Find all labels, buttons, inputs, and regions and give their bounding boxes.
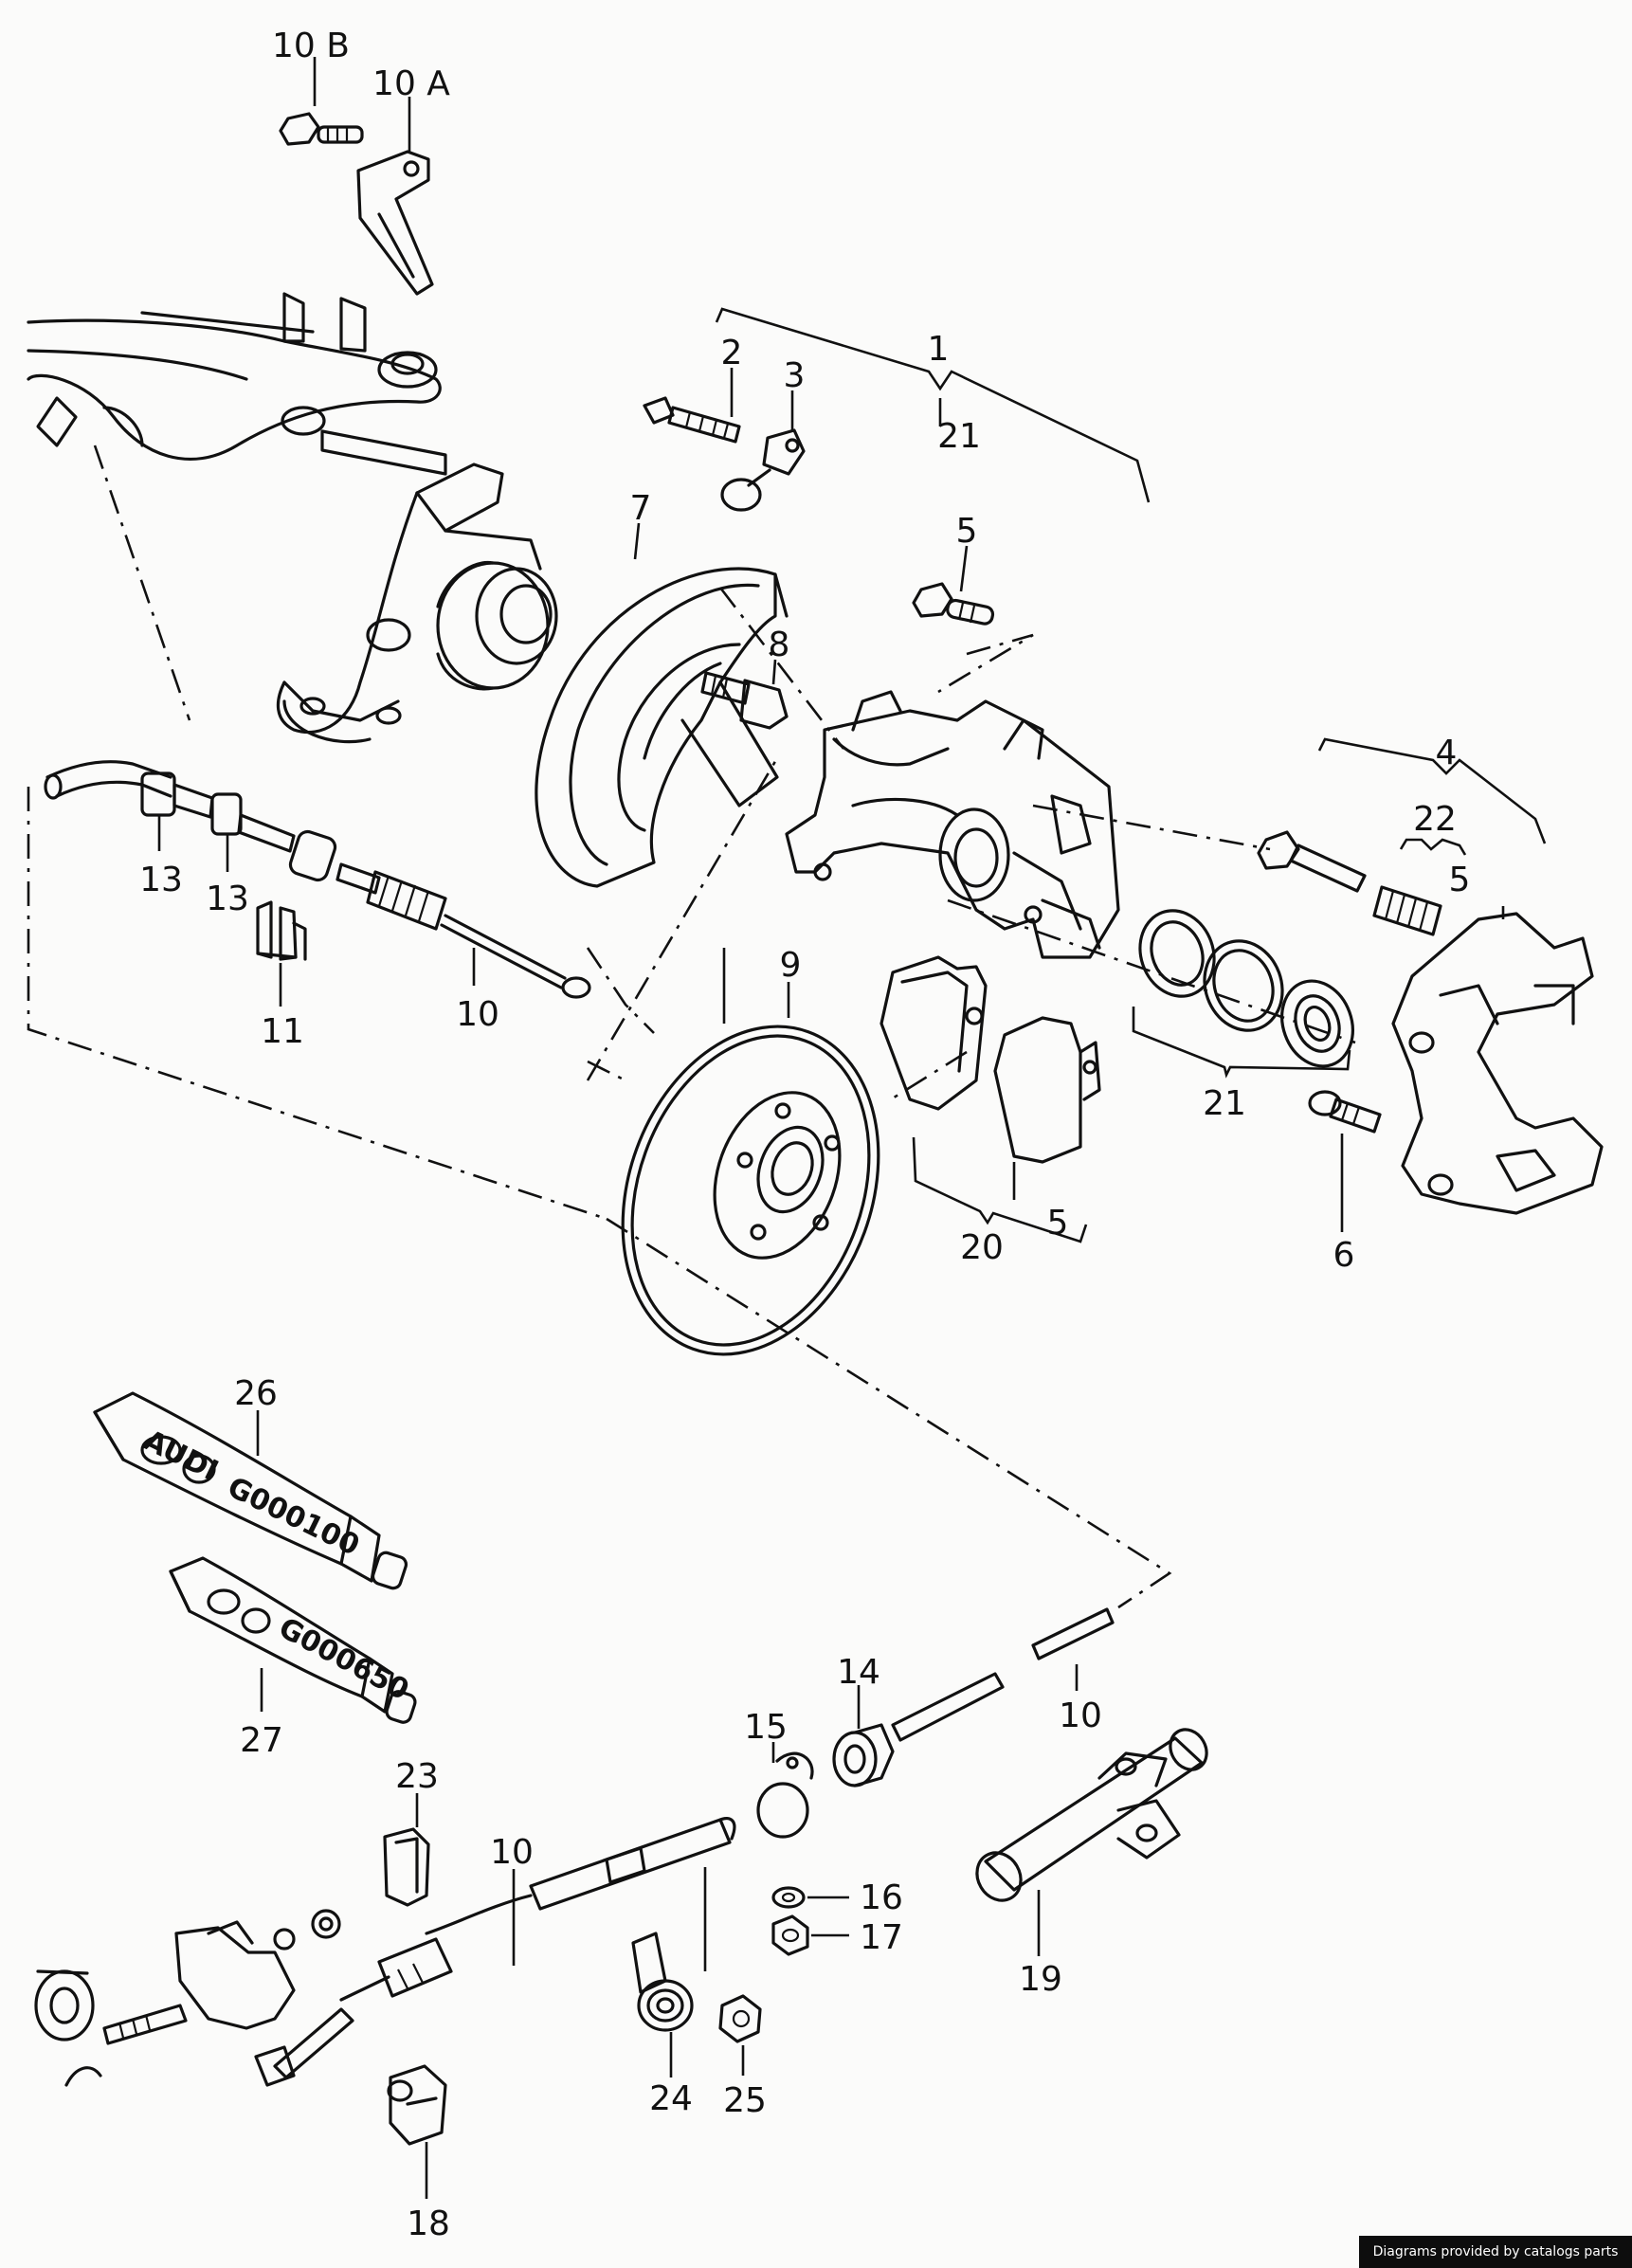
assembly-line-5 (937, 633, 1034, 694)
callout-22: 22 (1413, 800, 1457, 839)
guide-pin-drawing (1257, 830, 1367, 893)
callout-19: 19 (1019, 1960, 1062, 1999)
assembly-line-6 (1032, 804, 1271, 851)
callout-5b: 5 (1449, 861, 1471, 899)
boot-22-drawing (1372, 885, 1442, 936)
bracket-10a-drawing (356, 150, 434, 296)
assembly-line-4 (718, 587, 845, 750)
callout-2: 2 (721, 334, 743, 372)
callout-10d: 10 (1059, 1696, 1102, 1735)
callout-18: 18 (407, 2204, 450, 2243)
assembly-line-7 (947, 898, 1356, 1044)
callout-1: 1 (928, 330, 950, 369)
cable-pieces-10-drawing (891, 1607, 1115, 1742)
grease-tube-26-drawing: AUDI G000100 (93, 1391, 408, 1590)
grommet-14-drawing (832, 1723, 895, 1787)
callout-21b: 21 (1203, 1084, 1246, 1123)
callout-25: 25 (723, 2081, 767, 2120)
callout-8: 8 (769, 626, 790, 664)
callout-26: 26 (234, 1374, 278, 1413)
callout-16: 16 (860, 1878, 903, 1917)
callout-7: 7 (630, 489, 652, 528)
callout-5c: 5 (1047, 1204, 1069, 1243)
bracket-group-20 (912, 1136, 1088, 1243)
callout-9: 9 (780, 946, 802, 985)
guide-bolt-5-drawing (912, 582, 995, 626)
assembly-line-3 (586, 757, 779, 1081)
callout-10b: 10 B (272, 27, 350, 65)
callout-24: 24 (649, 2079, 693, 2118)
clip-18-drawing (387, 2064, 447, 2146)
clip-15-drawing (756, 1751, 814, 1839)
bracket-group-4 (1317, 737, 1547, 844)
callout-10e: 10 (490, 1833, 534, 1872)
assembly-line-1 (27, 787, 607, 1221)
brake-pad-inner-drawing (879, 955, 988, 1111)
clip-23-drawing (383, 1827, 430, 1907)
callout-13a: 13 (139, 861, 183, 899)
callout-27: 27 (240, 1721, 283, 1760)
callout-4: 4 (1436, 734, 1458, 772)
retaining-clip-11-drawing (256, 900, 307, 961)
callout-10a: 10 A (372, 64, 450, 103)
handbrake-cable-lower-drawing (254, 1817, 736, 2087)
tube-19-drawing (975, 1728, 1208, 1902)
callout-15: 15 (744, 1708, 788, 1747)
piston-seal-rings-21-drawing (1138, 909, 1354, 1068)
bolt-10b-drawing (279, 112, 364, 146)
callout-17: 17 (860, 1918, 903, 1957)
bleeder-screw-2-drawing (643, 396, 741, 444)
callout-11: 11 (261, 1012, 304, 1051)
callout-23: 23 (395, 1757, 439, 1796)
washer-16-drawing (771, 1886, 806, 1909)
brake-disc-9-drawing (621, 1025, 880, 1356)
assembly-line-9 (93, 445, 191, 721)
spring-24-drawing (631, 1867, 707, 2032)
nut-17-drawing (771, 1914, 809, 1956)
callout-21a: 21 (937, 417, 981, 456)
nut-25-drawing (718, 1994, 762, 2043)
caliper-carrier-4-drawing (1391, 912, 1604, 1215)
handbrake-lever-drawing (34, 1909, 341, 2087)
callout-20: 20 (960, 1228, 1004, 1267)
splash-shield-7-drawing (535, 567, 789, 888)
tube-27-code: G000650 (273, 1611, 414, 1707)
callout-14: 14 (837, 1653, 880, 1692)
carrier-bolt-6-drawing (1308, 1090, 1382, 1134)
assembly-line-10 (890, 1050, 968, 1101)
callout-10c: 10 (456, 995, 499, 1034)
brake-pad-outer-drawing (993, 1016, 1101, 1164)
caliper-body-1-drawing (785, 690, 1120, 959)
callout-13b: 13 (206, 880, 249, 918)
bracket-group-1 (715, 307, 1151, 503)
diagram-credit: Diagrams provided by catalogs parts (1359, 2236, 1632, 2268)
bracket-group-21b (1132, 1007, 1351, 1079)
assembly-line-11 (587, 1060, 626, 1082)
dust-cap-3-drawing (720, 428, 806, 512)
assembly-line-2 (606, 1217, 1172, 1609)
handbrake-cable-upper-drawing (44, 760, 591, 999)
callout-3: 3 (784, 356, 806, 395)
assembly-line-8 (586, 947, 655, 1034)
hub-bolt-8-drawing (700, 671, 789, 730)
steering-knuckle-drawing (27, 292, 558, 744)
callout-5a: 5 (956, 512, 978, 551)
callout-6: 6 (1333, 1236, 1355, 1275)
bracket-group-22 (1399, 838, 1467, 856)
